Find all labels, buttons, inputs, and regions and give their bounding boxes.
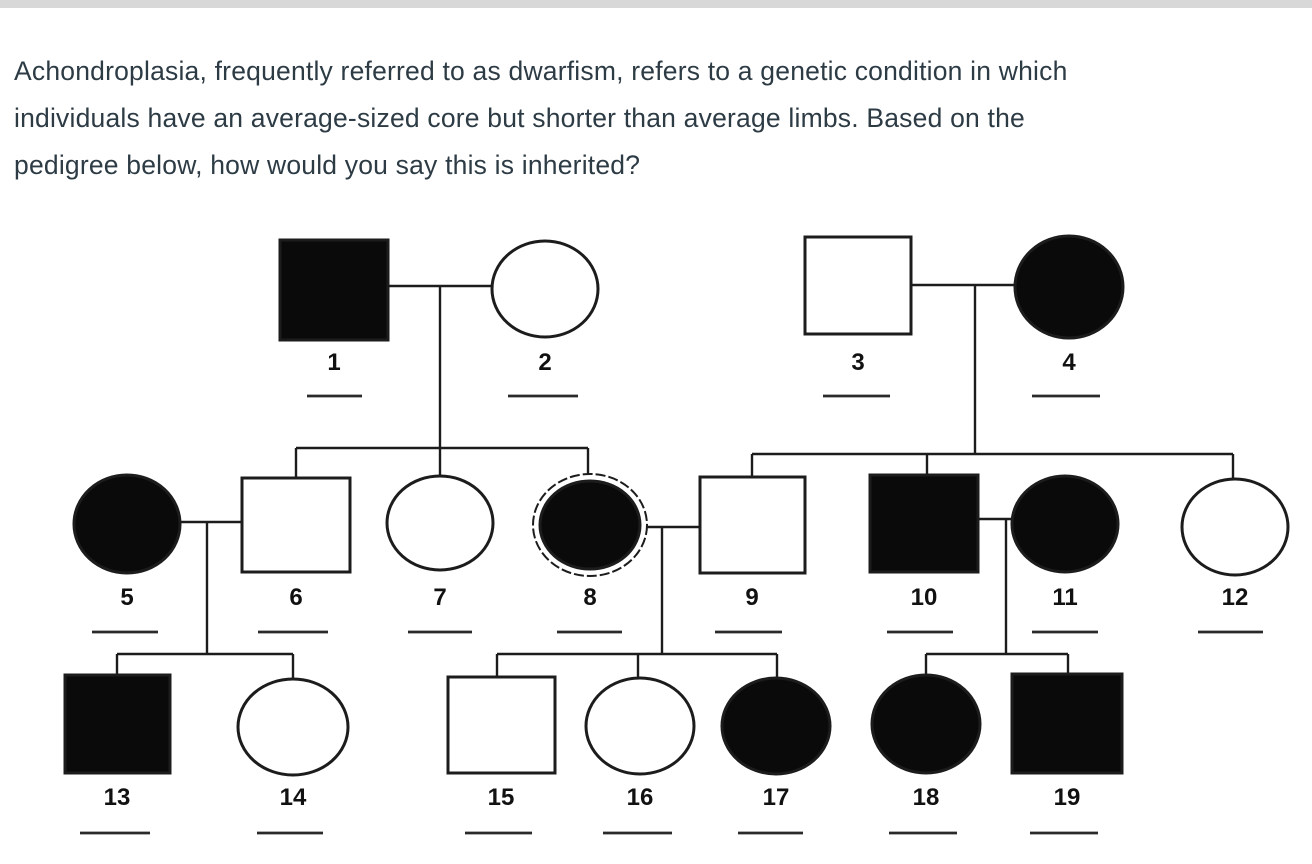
top-divider-bar (0, 0, 1312, 8)
individual-9-shape (698, 475, 807, 575)
individual-4-label: 4 (1062, 349, 1076, 376)
individual-4-shape (1013, 234, 1125, 340)
individual-1-label: 1 (327, 349, 340, 376)
individual-3-label: 3 (851, 349, 864, 376)
individual-8-label: 8 (583, 584, 596, 611)
individual-7-label: 7 (433, 584, 446, 611)
individual-14-shape (236, 677, 350, 777)
individual-2-shape (490, 239, 600, 339)
individual-18-label: 18 (913, 784, 940, 811)
individual-12-label: 12 (1222, 584, 1249, 611)
individual-9-label: 9 (745, 584, 758, 611)
individual-17-shape (720, 676, 832, 776)
individual-5-shape (72, 473, 182, 575)
individual-13-label: 13 (104, 784, 131, 811)
individual-16-label: 16 (627, 784, 654, 811)
individual-15-shape (446, 675, 557, 775)
individual-6-shape (240, 476, 352, 574)
question-line-3: pedigree below, how would you say this i… (14, 150, 641, 180)
individual-7-shape (385, 474, 495, 572)
individual-16-shape (584, 676, 696, 776)
individual-12-shape (1180, 477, 1290, 577)
question-text: Achondroplasia, frequently referred to a… (14, 48, 1304, 189)
individual-13-shape (63, 673, 172, 775)
individual-11-label: 11 (1052, 584, 1077, 611)
individual-8-shape (538, 479, 642, 571)
individual-10-shape (868, 473, 980, 574)
individual-11-shape (1010, 474, 1120, 574)
individual-3-shape (803, 235, 913, 336)
individual-1-shape (278, 238, 390, 342)
individual-5-label: 5 (120, 584, 133, 611)
individual-18-shape (870, 673, 982, 775)
individual-19-label: 19 (1054, 784, 1081, 811)
question-line-1: Achondroplasia, frequently referred to a… (14, 56, 1068, 86)
question-line-2: individuals have an average-sized core b… (14, 103, 1025, 133)
individual-17-label: 17 (763, 784, 790, 811)
individual-15-label: 15 (488, 784, 515, 811)
individual-6-label: 6 (289, 584, 302, 611)
individual-14-label: 14 (280, 784, 307, 811)
individual-19-shape (1010, 672, 1124, 775)
individual-2-label: 2 (538, 349, 551, 376)
individual-10-label: 10 (911, 584, 938, 611)
